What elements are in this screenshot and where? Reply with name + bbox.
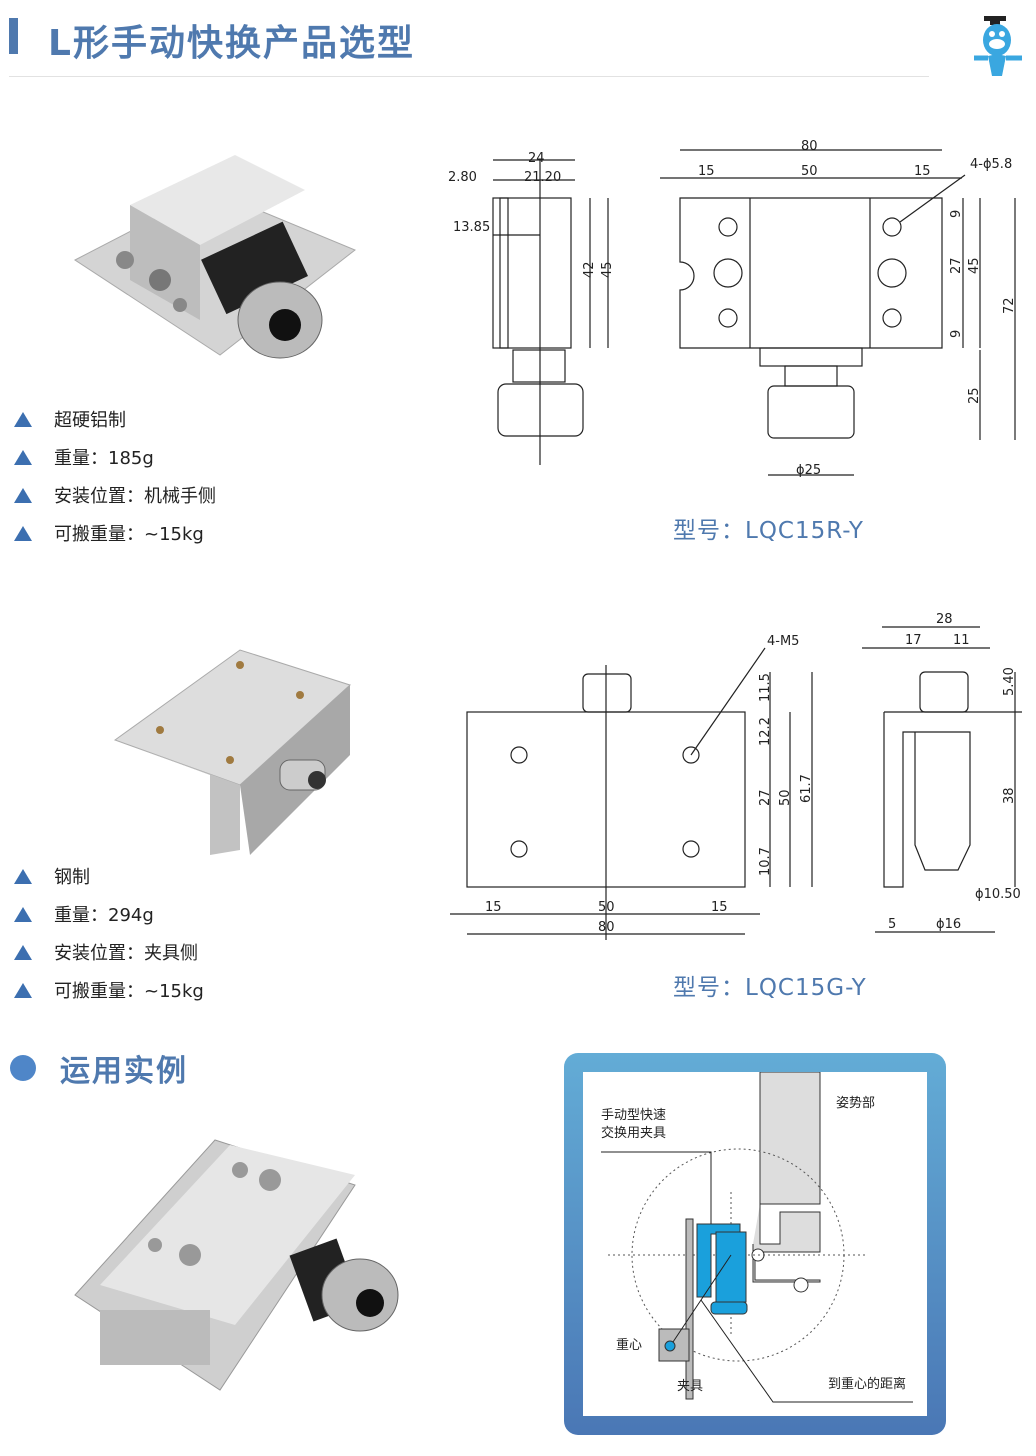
dim-label: 50 [778, 789, 793, 806]
dim-label: 4-M5 [767, 634, 799, 649]
feature-item: 钢制 [0, 857, 204, 895]
feature-item: 超硬铝制 [0, 400, 216, 438]
triangle-bullet-icon [14, 487, 32, 503]
dim-label: 21.20 [524, 170, 561, 185]
dim-label: 4-ϕ5.8 [970, 157, 1012, 172]
gravity-center-diagram: 手动型快速 交换用夹具 姿势部 重心 夹具 到重心的距离 [601, 1071, 913, 1403]
dim-label: 38 [1002, 787, 1017, 804]
dim-label: 9 [949, 330, 964, 338]
mascot-graduate-icon [974, 16, 1022, 76]
triangle-bullet-icon [14, 944, 32, 960]
triangle-bullet-icon [14, 868, 32, 884]
dim-label: 15 [485, 900, 502, 915]
technical-drawings: 24 2.80 21.20 13.85 42 45 80 15 50 15 4-… [448, 139, 1022, 940]
dim-label: 15 [711, 900, 728, 915]
drawing-lqc15r-side [492, 159, 609, 465]
dim-label: 25 [967, 387, 982, 404]
feature-item: 可搬重量：~15kg [0, 971, 204, 1009]
feature-list-lqc15g: 钢制 重量：294g 安装位置：夹具侧 可搬重量：~15kg [0, 857, 204, 1009]
dim-label: 80 [598, 920, 615, 935]
product-photo-lqc15r [74, 155, 356, 359]
triangle-bullet-icon [14, 982, 32, 998]
feature-list-lqc15r: 超硬铝制 重量：185g 安装位置：机械手侧 可搬重量：~15kg [0, 400, 216, 552]
example-photo [74, 1139, 399, 1391]
dim-label: ϕ10.50 [975, 887, 1021, 902]
triangle-bullet-icon [14, 449, 32, 465]
dim-label: 50 [598, 900, 615, 915]
dim-label: 11 [953, 633, 970, 648]
title-bar-accent [9, 18, 18, 54]
dim-label: 72 [1002, 297, 1017, 314]
label-center-of-gravity: 重心 [616, 1337, 642, 1353]
dim-label: 15 [914, 164, 931, 179]
dim-label: 45 [600, 261, 615, 278]
feature-item: 可搬重量：~15kg [0, 514, 216, 552]
product-photo-lqc15g [113, 649, 351, 855]
feature-item: 重量：294g [0, 895, 204, 933]
dim-label: 9 [949, 210, 964, 218]
triangle-bullet-icon [14, 525, 32, 541]
dim-label: 61.7 [799, 774, 814, 803]
label-posture: 姿势部 [836, 1095, 875, 1111]
dim-label: 50 [801, 164, 818, 179]
dim-label: 17 [905, 633, 922, 648]
dim-label: 15 [698, 164, 715, 179]
dim-label: 24 [528, 151, 545, 166]
dim-label: ϕ25 [796, 463, 821, 478]
dim-label: ϕ16 [936, 917, 961, 932]
dim-label: 45 [967, 257, 982, 274]
dim-label: 10.7 [758, 847, 773, 876]
circle-bullet-icon [10, 1055, 36, 1081]
feature-item: 重量：185g [0, 438, 216, 476]
feature-item: 安装位置：夹具侧 [0, 933, 204, 971]
dim-label: 5 [888, 917, 896, 932]
drawing-lqc15g-front [450, 647, 813, 940]
dim-label: 12.2 [758, 717, 773, 746]
dim-label: 13.85 [453, 220, 490, 235]
feature-item: 安装位置：机械手侧 [0, 476, 216, 514]
model-label-lqc15g: 型号：LQC15G-Y [673, 975, 867, 1001]
label-quick-changer: 手动型快速 [601, 1108, 666, 1123]
drawing-lqc15g-side [862, 626, 1022, 933]
model-label-lqc15r: 型号：LQC15R-Y [673, 518, 864, 544]
triangle-bullet-icon [14, 411, 32, 427]
divider [9, 76, 929, 77]
dim-label: 2.80 [448, 170, 477, 185]
label-quick-changer-2: 交换用夹具 [601, 1125, 666, 1141]
section-heading: 运用实例 [10, 1046, 188, 1090]
dim-label: 80 [801, 139, 818, 154]
page-title: L形手动快换产品选型 [48, 23, 415, 64]
label-distance: 到重心的距离 [828, 1376, 906, 1392]
dim-label: 5.40 [1002, 667, 1017, 696]
dim-label: 28 [936, 612, 953, 627]
dim-label: 42 [582, 261, 597, 278]
dim-label: 27 [758, 789, 773, 806]
label-fixture: 夹具 [677, 1379, 703, 1394]
usage-example-diagram: 手动型快速 交换用夹具 姿势部 重心 夹具 到重心的距离 [564, 1053, 946, 1435]
triangle-bullet-icon [14, 906, 32, 922]
drawing-lqc15r-front [660, 149, 1016, 476]
dim-label: 27 [949, 257, 964, 274]
dim-label: 11.5 [758, 673, 773, 702]
